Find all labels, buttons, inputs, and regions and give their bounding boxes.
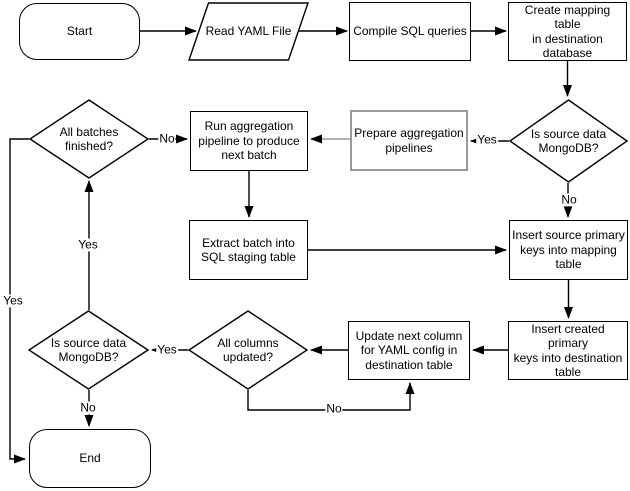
node-compile-sql-queries: Compile SQL queries — [349, 2, 471, 61]
node-extract-batch: Extract batch into SQL staging table — [189, 220, 308, 280]
parallelogram-shape — [188, 2, 309, 61]
decision-diamond-shape — [28, 99, 150, 179]
edge-label-all-columns-no: No — [325, 401, 343, 416]
node-update-next-column: Update next column for YAML config in de… — [348, 321, 470, 380]
node-all-batches-finished-label: All batches finished? — [59, 124, 119, 153]
node-insert-source-primary-keys: Insert source primary keys into mapping … — [509, 220, 628, 280]
node-prepare-aggregation-pipelines-label: Prepare aggregation pipelines — [354, 126, 464, 155]
node-update-next-column-label: Update next column for YAML config in de… — [355, 328, 463, 372]
node-run-aggregation-pipeline: Run aggregation pipeline to produce next… — [190, 111, 308, 171]
node-all-columns-updated: All columns updated? — [187, 310, 309, 390]
node-read-yaml-file-label: Read YAML File — [205, 24, 292, 39]
edge-label-is-mongo-top-yes: Yes — [476, 132, 498, 147]
node-run-aggregation-pipeline-label: Run aggregation pipeline to produce next… — [198, 119, 300, 163]
node-is-source-mongodb-bottom: Is source data MongoDB? — [27, 310, 150, 390]
node-create-mapping-table-label: Create mapping table in destination data… — [524, 2, 611, 60]
edge-label-is-mongo-bottom-yes: Yes — [77, 237, 99, 252]
edge-label-all-columns-yes: Yes — [156, 342, 178, 357]
node-start-label: Start — [66, 24, 93, 39]
node-end-label: End — [79, 451, 101, 466]
node-create-mapping-table: Create mapping table in destination data… — [508, 2, 627, 61]
node-is-source-mongodb-top-label: Is source data MongoDB? — [530, 126, 607, 155]
node-start: Start — [19, 3, 140, 60]
edge-label-is-mongo-top-no: No — [560, 192, 578, 207]
edge-label-all-batches-yes: Yes — [2, 293, 24, 308]
edge-label-is-mongo-bottom-no: No — [79, 400, 97, 415]
decision-diamond-shape — [27, 310, 150, 390]
node-prepare-aggregation-pipelines: Prepare aggregation pipelines — [350, 110, 468, 171]
node-read-yaml-file: Read YAML File — [188, 2, 309, 61]
node-is-source-mongodb-bottom-label: Is source data MongoDB? — [50, 335, 127, 364]
decision-diamond-shape — [508, 99, 629, 183]
node-extract-batch-label: Extract batch into SQL staging table — [201, 235, 296, 264]
node-end: End — [29, 429, 151, 488]
node-is-source-mongodb-top: Is source data MongoDB? — [508, 99, 629, 183]
node-compile-sql-queries-label: Compile SQL queries — [353, 24, 467, 39]
node-all-batches-finished: All batches finished? — [28, 99, 150, 179]
node-insert-created-primary-keys-label: Insert created primary keys into destina… — [513, 321, 623, 379]
node-insert-created-primary-keys: Insert created primary keys into destina… — [508, 321, 628, 380]
edge-label-all-batches-no: No — [158, 131, 176, 146]
node-all-columns-updated-label: All columns updated? — [217, 335, 279, 364]
node-insert-source-primary-keys-label: Insert source primary keys into mapping … — [512, 228, 625, 272]
